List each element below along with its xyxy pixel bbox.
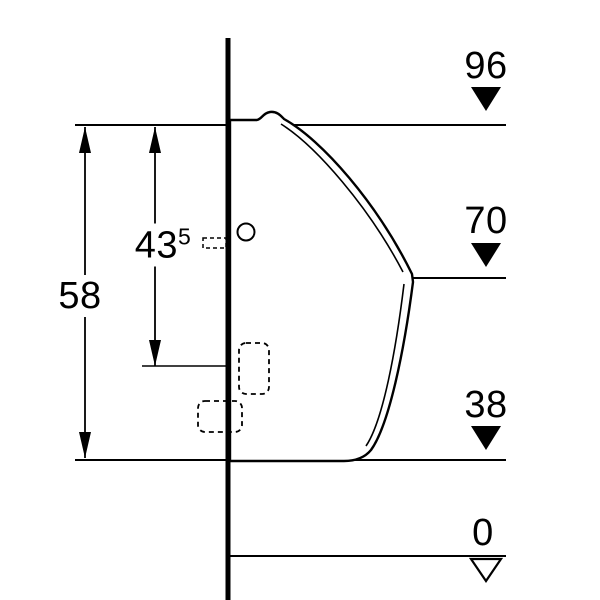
dimension-label-58: 58 (54, 275, 106, 317)
dimension-43-5-superscript: 5 (177, 223, 192, 250)
level-marker-38-icon (471, 426, 501, 450)
dim-arrow-43-5-bottom-icon (149, 340, 161, 366)
dimension-label-43-5: 435 (130, 223, 196, 267)
urinal-outline (228, 110, 415, 463)
level-marker-70-icon (471, 243, 501, 267)
dim-arrow-58-top-icon (79, 127, 91, 153)
level-label-96: 96 (464, 45, 508, 87)
level-label-38: 38 (464, 384, 508, 426)
level-label-0: 0 (472, 512, 494, 554)
level-label-70: 70 (464, 200, 508, 242)
dim-arrow-43-5-top-icon (149, 127, 161, 153)
water-inlet-circle (236, 222, 256, 242)
inlet-dashed-stub (202, 237, 227, 249)
urinal-inner-contour-lower (365, 283, 405, 447)
dimension-43-5-value: 43 (134, 224, 178, 267)
outlet-dashed-vertical (238, 342, 270, 395)
dim-arrow-58-bottom-icon (79, 432, 91, 458)
urinal-inner-contour-upper (280, 123, 404, 273)
level-marker-0-icon (468, 557, 504, 583)
level-marker-96-icon (471, 87, 501, 111)
outlet-dashed-horizontal (197, 400, 243, 433)
